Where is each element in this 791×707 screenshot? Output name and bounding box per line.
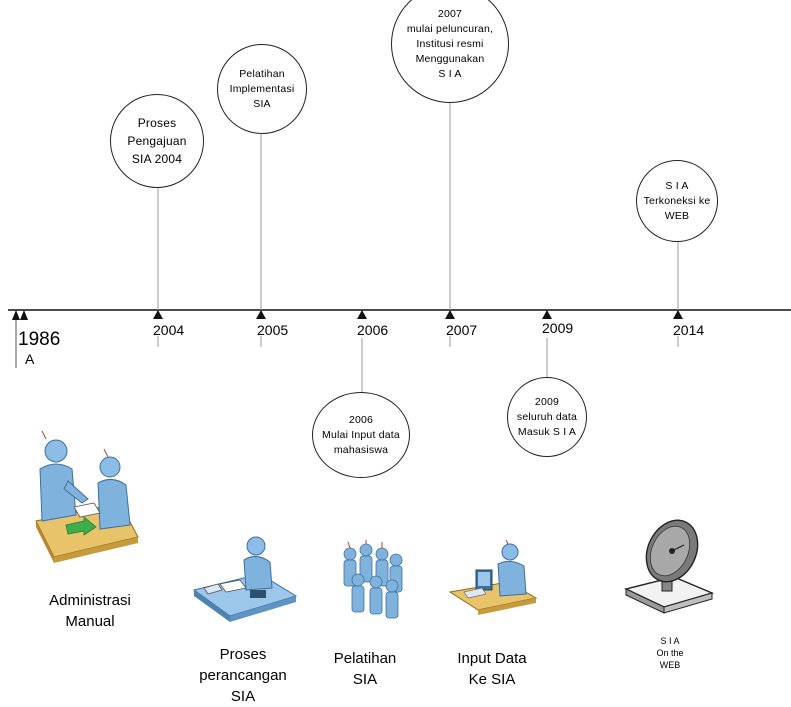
milestone-text-2007: 2007 mulai peluncuran, Institusi resmi M… [406, 7, 494, 80]
milestone-text-2005: Pelatihan Implementasi SIA [229, 67, 295, 110]
training-group-icon [343, 540, 403, 619]
milestone-bubble-2007: 2007 mulai peluncuran, Institusi resmi M… [391, 0, 509, 103]
year-2014: 2014 [673, 322, 705, 338]
milestone-bubble-2004: Proses Pengajuan SIA 2004 [110, 94, 204, 188]
milestone-bubble-2009: 2009 seluruh data Masuk S I A [507, 377, 587, 457]
stage-label-administrasi-manual: Administrasi Manual [49, 592, 131, 630]
milestone-text-2009: 2009 seluruh data Masuk S I A [516, 395, 578, 438]
stage-label-input-data: Input Data Ke SIA [457, 650, 527, 688]
stage-label-pelatihan: Pelatihan SIA [333, 650, 397, 688]
stage-label-proses-perancangan: Proses perancangan SIA [199, 646, 287, 705]
milestone-text-2014: S I A Terkoneksi ke WEB [643, 179, 711, 222]
milestone-bubble-2014: S I A Terkoneksi ke WEB [636, 160, 718, 242]
year-2009: 2009 [542, 320, 574, 336]
year-start-fragment: A [25, 351, 35, 367]
start-marker-left [12, 310, 20, 320]
meeting-people-icon [35, 430, 139, 563]
marker-2006 [357, 310, 367, 319]
year-2006: 2006 [357, 322, 389, 338]
person-at-desk-icon [192, 536, 298, 622]
marker-2007 [445, 310, 455, 319]
marker-2004 [153, 310, 163, 319]
year-2005: 2005 [257, 322, 289, 338]
person-at-computer-icon [448, 540, 538, 615]
start-marker-right [20, 310, 28, 320]
milestone-bubble-2006: 2006 Mulai Input data mahasiswa [312, 392, 410, 478]
stage-label-sia-web: S I A On the WEB [656, 636, 684, 670]
marker-2014 [673, 310, 683, 319]
marker-2005 [256, 310, 266, 319]
milestone-text-2006: 2006 Mulai Input data mahasiswa [322, 413, 400, 456]
milestone-bubble-2005: Pelatihan Implementasi SIA [217, 44, 307, 134]
year-2004: 2004 [153, 322, 185, 338]
year-2007: 2007 [446, 322, 478, 338]
year-start: 1986 [18, 329, 61, 350]
satellite-dish-icon [623, 519, 715, 614]
milestone-text-2004: Proses Pengajuan SIA 2004 [127, 116, 187, 166]
marker-2009 [542, 310, 552, 319]
